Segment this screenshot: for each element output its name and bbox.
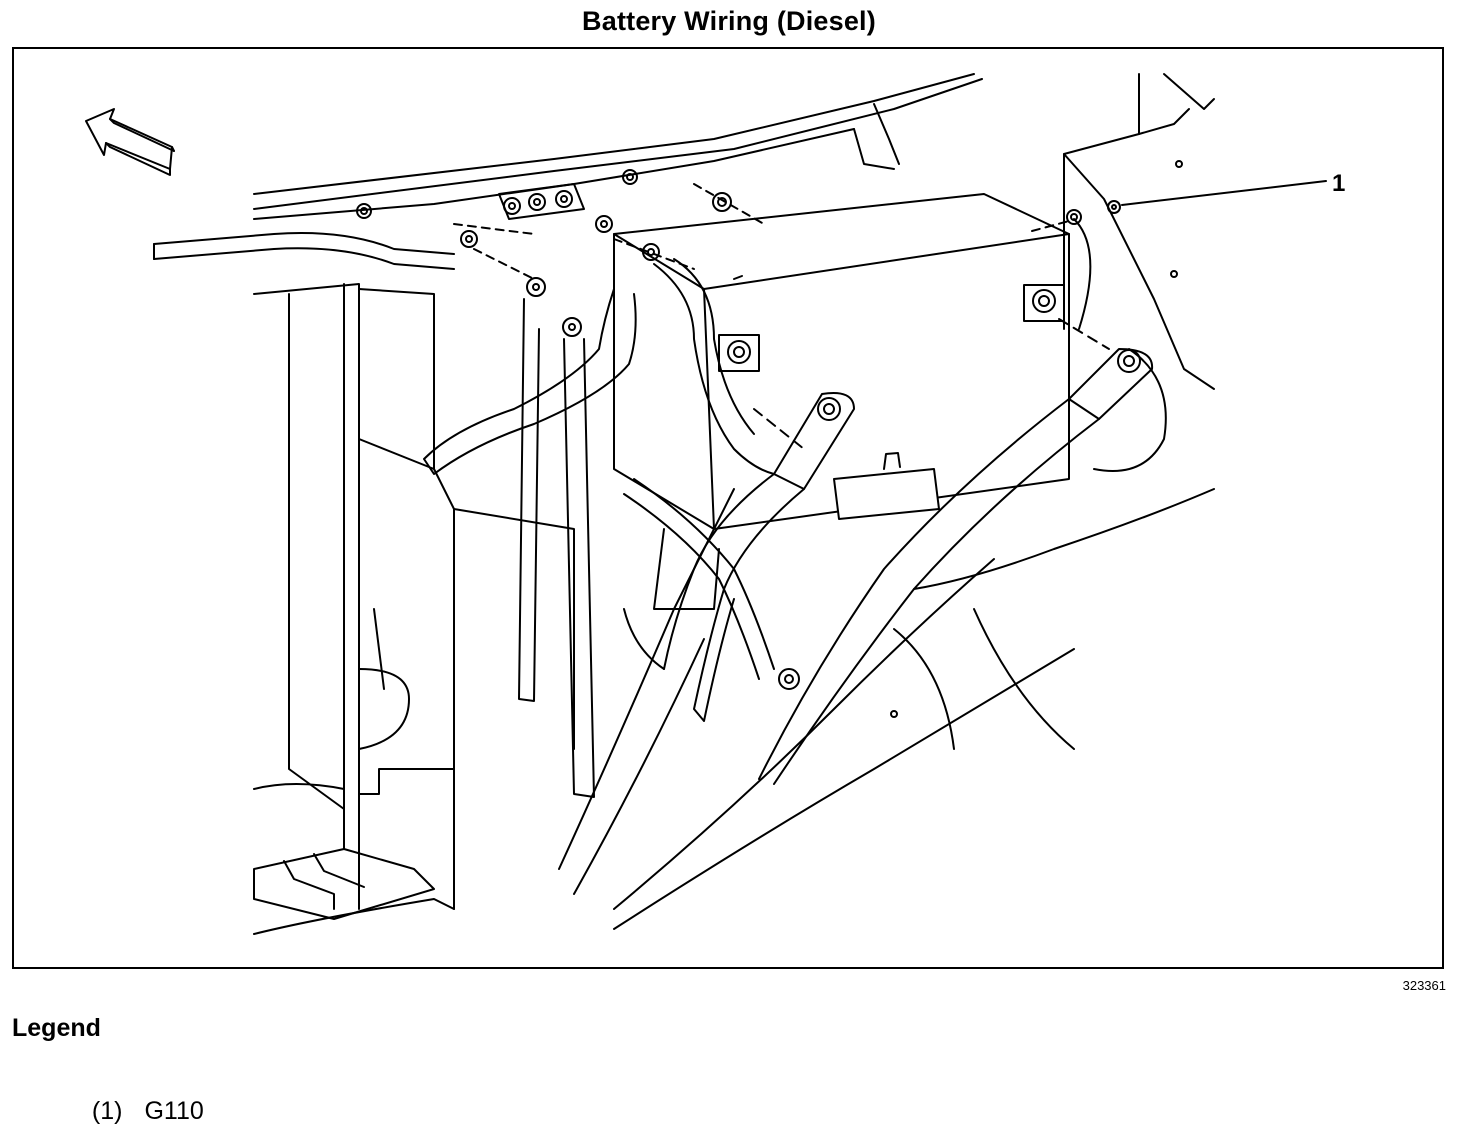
positive-battery-cable [623,392,855,722]
lower-bracket [253,848,455,935]
lower-cables [558,452,1075,930]
wiring-harness [153,232,775,798]
fender-rail [253,73,983,220]
legend-item-number: (1) [91,1097,123,1125]
battery-box [613,193,1070,530]
diagram-title: Battery Wiring (Diesel) [582,6,876,36]
legend-heading: Legend [12,1014,101,1042]
legend-item: (1) G110 [78,1068,204,1126]
radiator-support [253,283,575,910]
callout-label-1: 1 [1332,170,1345,197]
fender-inner-curve [890,488,1215,750]
battery-wiring-illustration: 1 [85,73,1345,935]
diagram-frame: 1 [12,47,1444,969]
ground-bolt-icon [1031,180,1327,232]
body-panel-right [1063,73,1215,390]
figure-number: 323361 [1402,978,1446,993]
junction-block-studs [453,183,765,337]
front-direction-arrow-icon [85,108,175,176]
legend-item-label: G110 [144,1097,204,1125]
negative-battery-cable [758,218,1167,785]
